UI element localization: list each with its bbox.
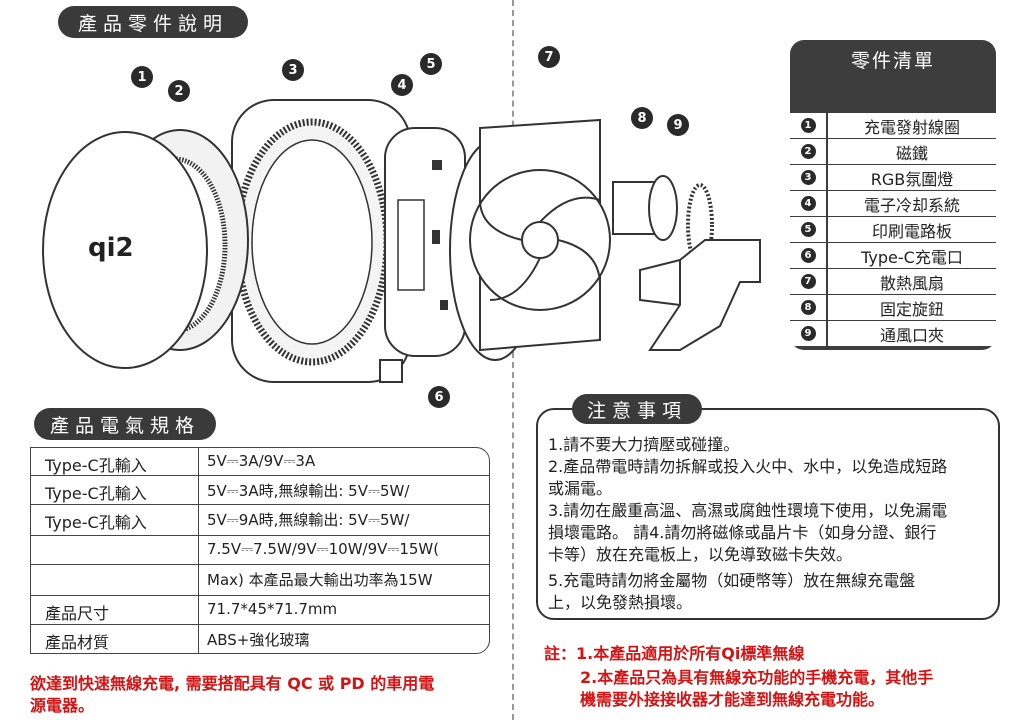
note-line2: 2.本產品只為具有無線充功能的手機充電，其他手 (580, 668, 934, 687)
fan-hub (521, 221, 559, 259)
notice-box: 1.請不要大力擠壓或碰撞。 2.產品帶電時請勿拆解或投入火中、水中，以免造成短路… (536, 408, 1000, 620)
spec-footnote-line2: 源電器。 (30, 696, 95, 715)
callout-6: 6 (428, 386, 450, 408)
note-line1: 註：1.本產品適用於所有Qi標準無線 (544, 644, 805, 663)
section-title-parts: 產品零件說明 (58, 6, 248, 38)
callout-3: 3 (282, 59, 304, 81)
callout-7: 7 (538, 46, 560, 68)
spec-row: 7.5V⎓7.5W/9V⎓10W/9V⎓15W( (31, 535, 489, 564)
type-c-port (379, 359, 403, 383)
center-divider (512, 0, 514, 720)
callout-1: 1 (131, 66, 153, 88)
section-title-notice: 注意事項 (572, 394, 702, 424)
notice-line: 2.產品帶電時請勿拆解或投入火中、水中，以免造成短路 (548, 457, 948, 476)
qi2-logo: qi2 (88, 233, 134, 263)
spec-footnote-line1: 欲達到快速無線充電, 需要搭配具有 QC 或 PD 的車用電 (30, 674, 435, 693)
glass-disc (42, 131, 208, 369)
notice-line: 1.請不要大力擠壓或碰撞。 (548, 435, 740, 454)
parts-list-title: 零件清單 (850, 50, 935, 72)
callout-2: 2 (168, 80, 190, 102)
notice-line: 3.請勿在嚴重高溫、高濕或腐蝕性環境下使用，以免漏電 (548, 501, 948, 520)
section-title-specs: 產品電氣規格 (34, 408, 216, 440)
callout-5: 5 (420, 53, 442, 75)
callout-9: 9 (667, 114, 689, 136)
notice-line: 卡等）放在充電板上，以免導致磁卡失效。 (548, 545, 853, 564)
callout-4: 4 (391, 74, 413, 96)
exploded-product-diagram: qi2 (42, 99, 761, 383)
notice-line: 上，以免發熱損壞。 (548, 593, 693, 612)
vent-clip (648, 239, 761, 351)
notice-line: 5.充電時請勿將金屬物（如硬幣等）放在無線充電盤 (548, 571, 916, 590)
note-line3: 機需要外接接收器才能達到無線充電功能。 (580, 690, 885, 709)
callout-8: 8 (631, 107, 653, 129)
notice-line: 或漏電。 (548, 479, 613, 498)
spec-row: Max) 本產品最大輸出功率為15W (31, 564, 489, 595)
notice-line: 損壞電路。 請4.請勿將磁條或晶片卡（如身分證、銀行 (548, 523, 937, 542)
